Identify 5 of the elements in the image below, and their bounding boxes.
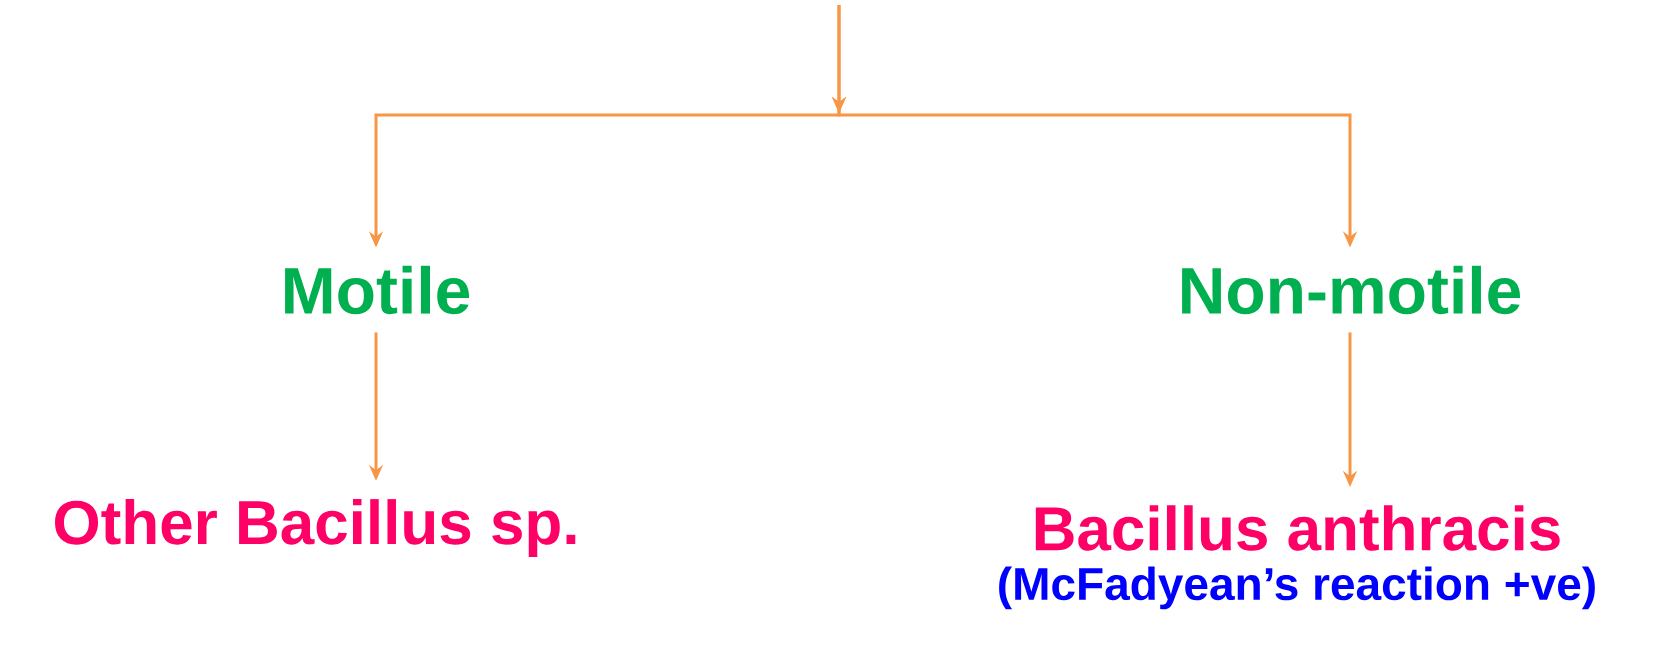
- category-label: Motile: [285, 265, 470, 315]
- organism-label: Bacillus anthracis: [1035, 505, 1560, 551]
- category-label: Non-motile: [1182, 265, 1521, 315]
- note-label: (McFadyean’s reaction +ve): [999, 566, 1595, 610]
- organism-label: Other Bacillus sp.: [55, 499, 576, 557]
